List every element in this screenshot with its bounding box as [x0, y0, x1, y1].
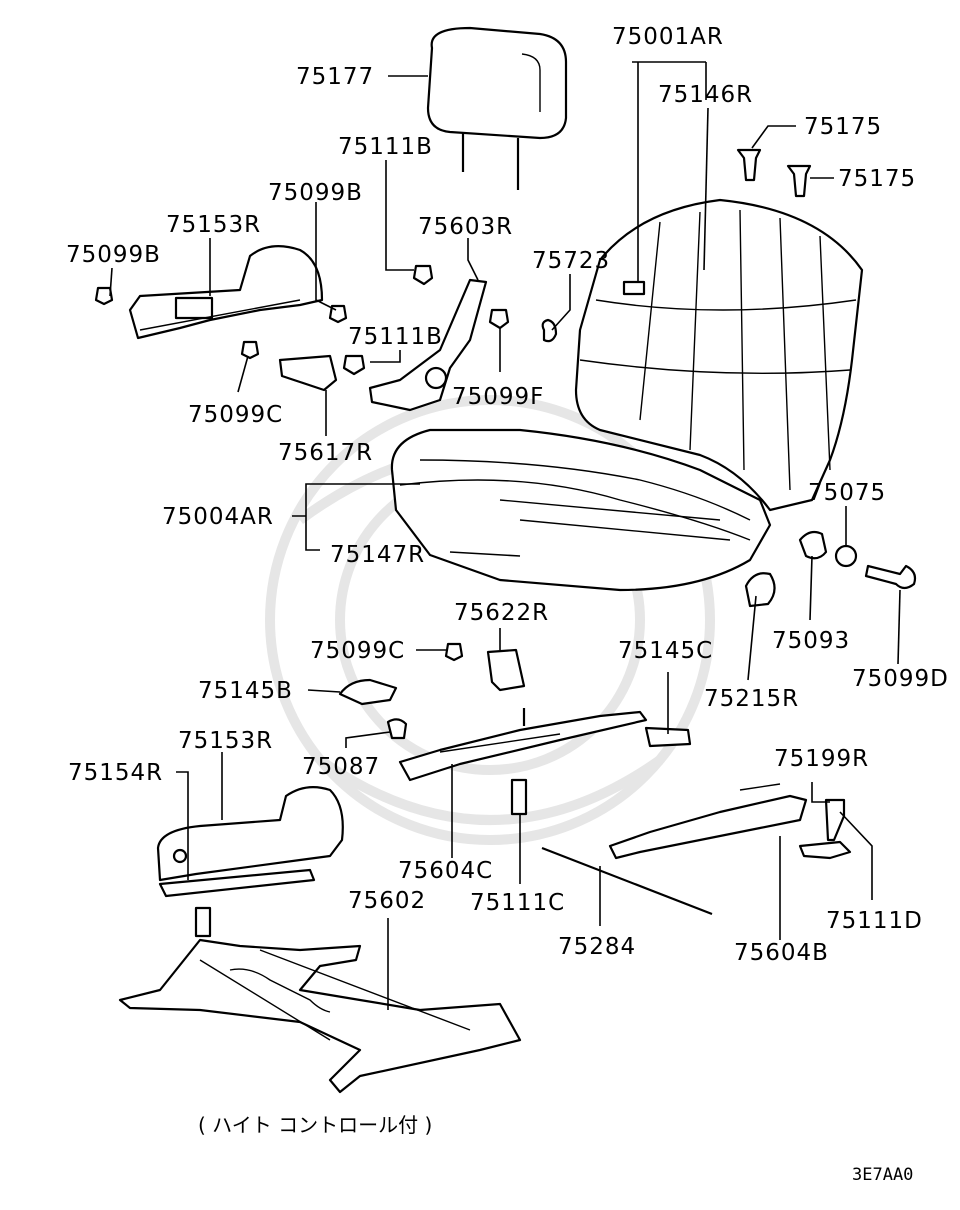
label-75723: 75723	[532, 248, 610, 274]
label-75111c: 75111C	[470, 890, 565, 916]
seat-slide-inner	[398, 708, 648, 782]
hinge-hardware	[744, 530, 917, 608]
recliner-bracket	[278, 278, 488, 412]
label-75153r-b: 75153R	[178, 728, 273, 754]
label-75145c: 75145C	[618, 638, 713, 664]
label-75145b: 75145B	[198, 678, 293, 704]
trim-hook	[541, 318, 558, 343]
label-75075: 75075	[808, 480, 886, 506]
label-75001ar: 75001AR	[612, 24, 724, 50]
label-75604c: 75604C	[398, 858, 493, 884]
diagram-code: 3E7AA0	[852, 1165, 913, 1185]
seat-slide-outer	[608, 783, 852, 860]
seat-side-shield-upper	[128, 245, 324, 340]
guide-clip-pair	[736, 148, 812, 198]
label-75604b: 75604B	[734, 940, 829, 966]
label-75004ar: 75004AR	[162, 504, 274, 530]
slide-cover-rear	[644, 726, 692, 748]
slide-bolt	[510, 778, 528, 816]
label-75622r: 75622R	[454, 600, 549, 626]
label-75199r: 75199R	[774, 746, 869, 772]
height-control-note: ( ハイト コントロール付 )	[198, 1113, 432, 1137]
label-75153r-a: 75153R	[166, 212, 261, 238]
label-75111d: 75111D	[826, 908, 923, 934]
seat-side-shield-lower	[156, 785, 344, 898]
seat-cushion	[390, 428, 772, 592]
label-75093: 75093	[772, 628, 850, 654]
part-labels: 75177 75001AR 75146R 75175 75175 75111B …	[66, 24, 949, 966]
leader-lines	[109, 61, 901, 1010]
label-75617r: 75617R	[278, 440, 373, 466]
label-75111b-b: 75111B	[348, 324, 443, 350]
label-75154r: 75154R	[68, 760, 163, 786]
label-75175-b: 75175	[838, 166, 916, 192]
slide-cover-front	[338, 678, 398, 706]
connecting-rod	[541, 846, 713, 916]
label-75099c-a: 75099C	[188, 402, 283, 428]
label-75111b-a: 75111B	[338, 134, 433, 160]
label-75099c-b: 75099C	[310, 638, 405, 664]
label-75215r: 75215R	[704, 686, 799, 712]
headrest	[426, 26, 568, 190]
label-75146r: 75146R	[658, 82, 753, 108]
label-75087: 75087	[302, 754, 380, 780]
label-75602: 75602	[348, 888, 426, 914]
slide-bracket	[486, 648, 526, 692]
label-75603r: 75603R	[418, 214, 513, 240]
seat-back	[574, 198, 864, 512]
label-75147r: 75147R	[330, 542, 425, 568]
slide-cap	[386, 718, 408, 740]
label-75099b-b: 75099B	[66, 242, 161, 268]
label-75099b-a: 75099B	[268, 180, 363, 206]
label-75099f: 75099F	[452, 384, 544, 410]
label-75284: 75284	[558, 934, 636, 960]
screw-set	[94, 264, 510, 662]
label-75099d: 75099D	[852, 666, 949, 692]
label-75175-a: 75175	[804, 114, 882, 140]
seat-adjuster-frame	[118, 906, 522, 1094]
label-75177: 75177	[296, 64, 374, 90]
